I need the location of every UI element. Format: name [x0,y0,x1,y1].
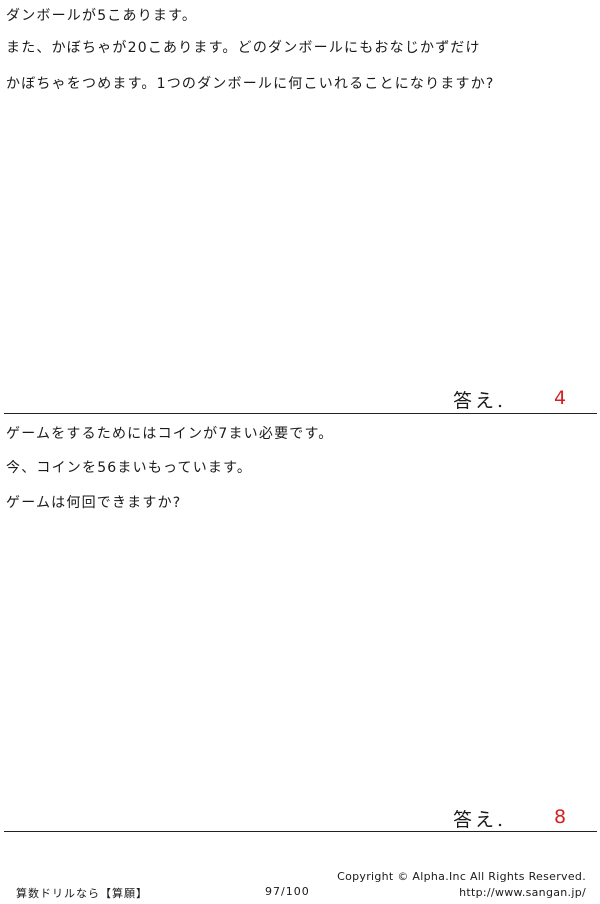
problem-1-answer: 4 [554,387,567,409]
problem-1-line-3: かぼちゃをつめます。1つのダンボールに何こいれることになりますか? [6,76,495,92]
problem-2-answer: 8 [554,806,567,828]
problem-2-answer-label: 答え. [453,809,507,831]
problem-divider [4,413,597,414]
page-number: 97/100 [265,885,310,898]
page-bottom-divider [4,831,597,832]
problem-1-line-1: ダンボールが5こあります。 [6,8,198,24]
problem-2-line-2: 今、コインを56まいもっています。 [6,460,253,476]
problem-1-answer-label: 答え. [453,390,507,412]
copyright-notice: Copyright © Alpha.Inc All Rights Reserve… [337,870,586,883]
site-url: http://www.sangan.jp/ [459,886,586,899]
problem-1-line-2: また、かぼちゃが20こあります。どのダンボールにもおなじかずだけ [6,40,481,56]
footer-brand: 算数ドリルなら【算願】 [16,887,148,900]
problem-2-line-3: ゲームは何回できますか? [6,495,182,511]
problem-2-line-1: ゲームをするためにはコインが7まい必要です。 [6,426,334,442]
